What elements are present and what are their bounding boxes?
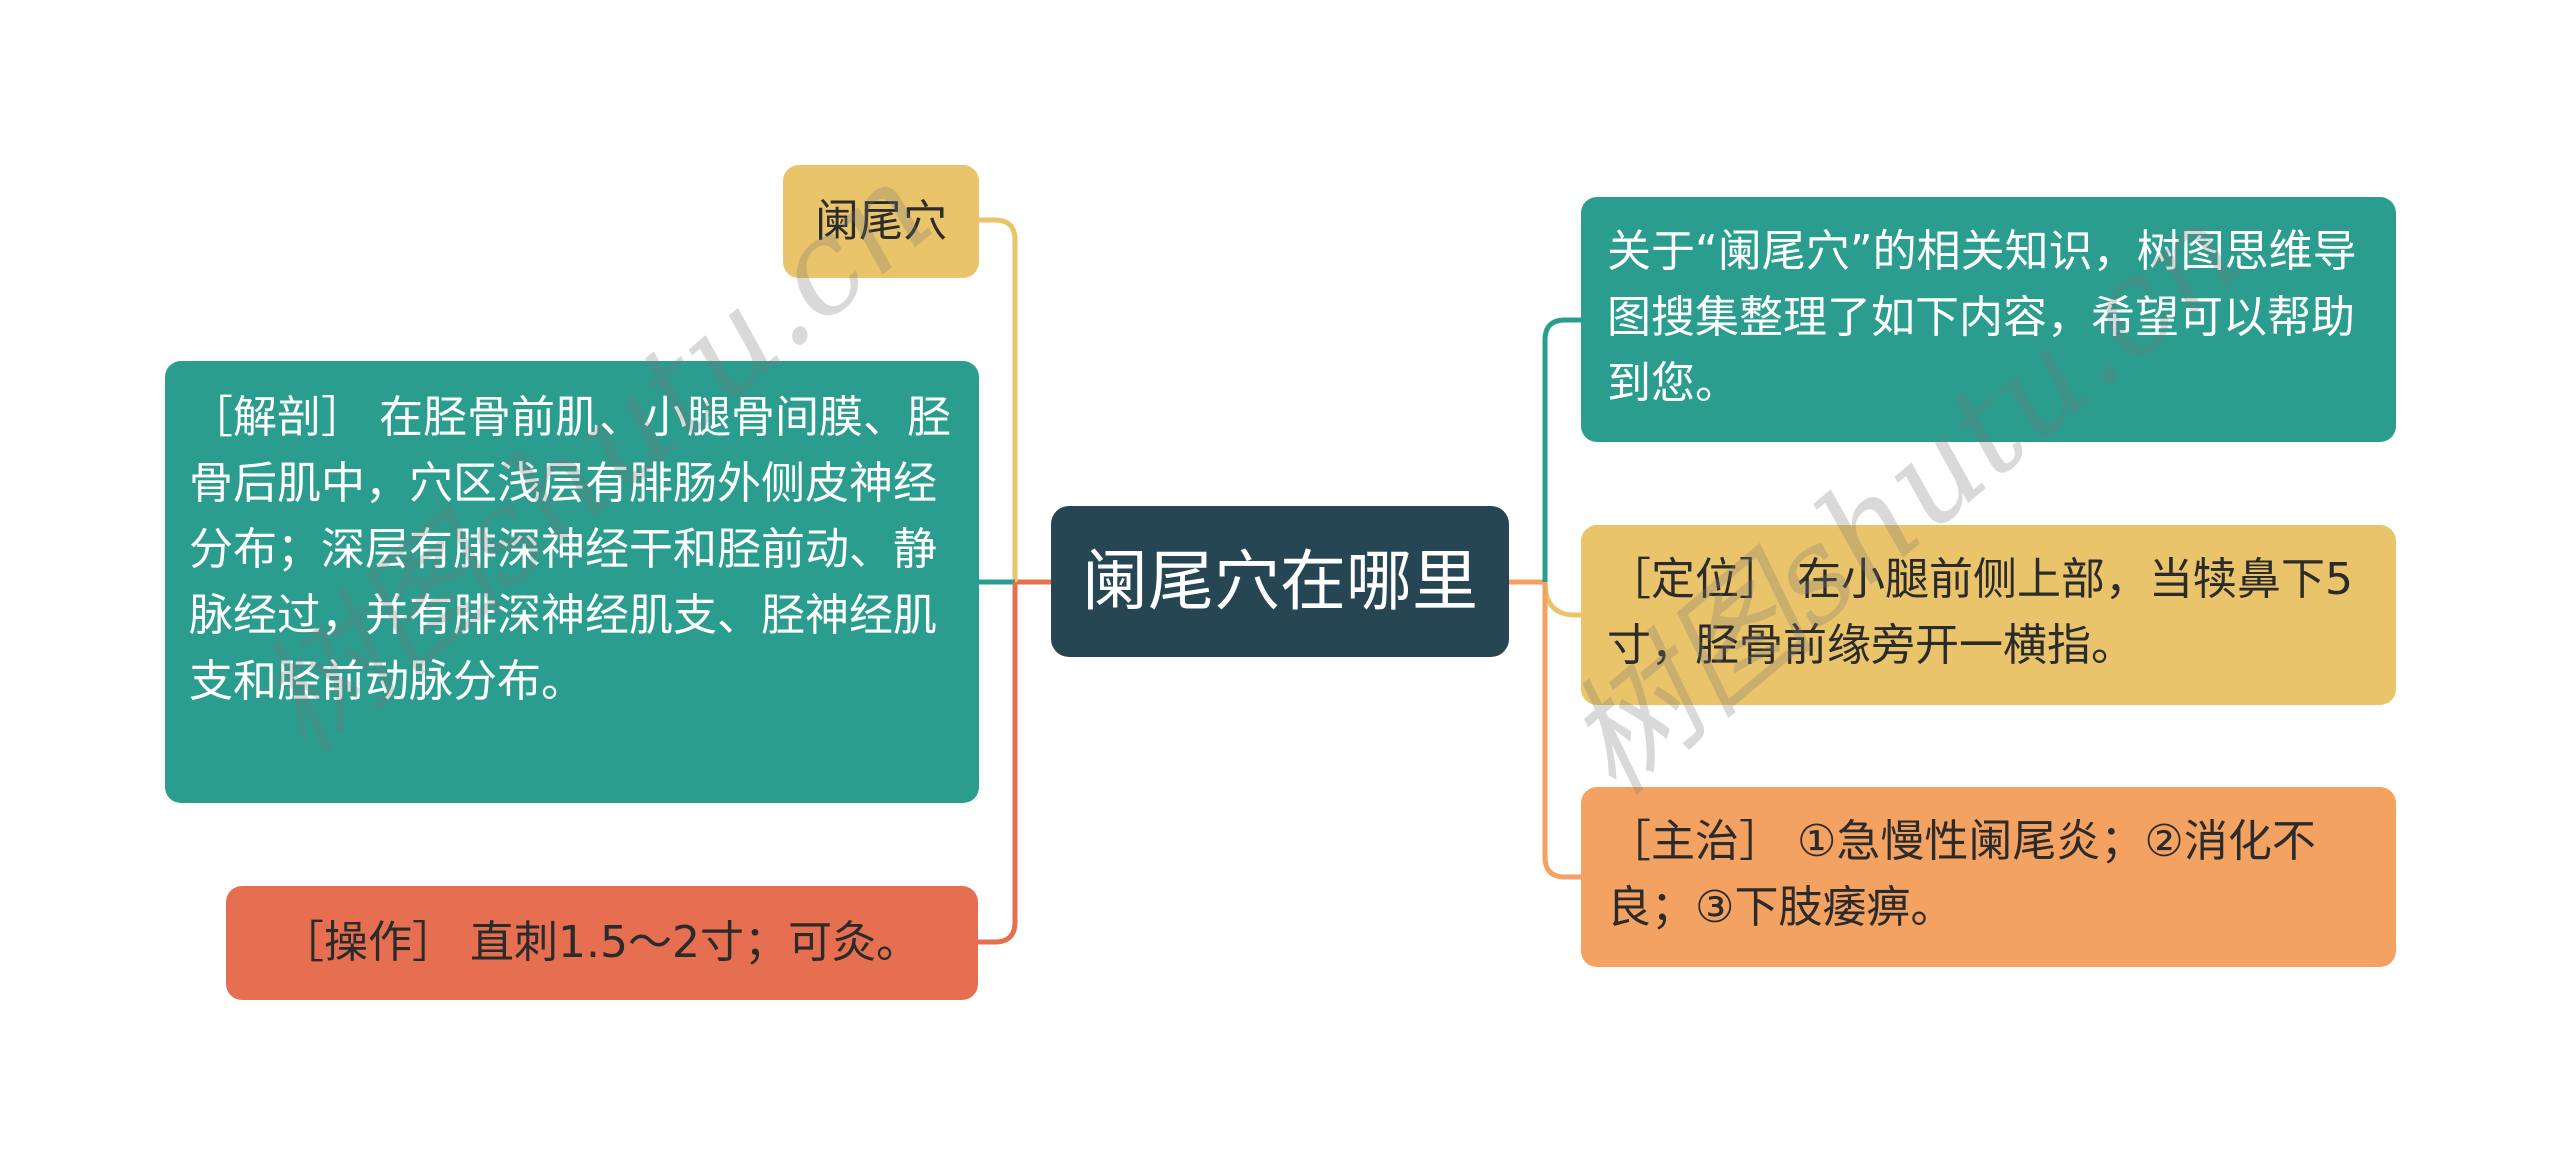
location-node-label: ［定位］ 在小腿前侧上部，当犊鼻下5寸，胫骨前缘旁开一横指。 — [1607, 554, 2353, 671]
root-node[interactable]: 阑尾穴在哪里 — [1051, 506, 1509, 657]
location-node[interactable]: ［定位］ 在小腿前侧上部，当犊鼻下5寸，胫骨前缘旁开一横指。 — [1581, 525, 2396, 705]
anatomy-node-label: ［解剖］ 在胫骨前肌、小腿骨间膜、胫骨后肌中，穴区浅层有腓肠外侧皮神经分布；深层… — [189, 392, 951, 707]
intro-node[interactable]: 关于“阑尾穴”的相关知识，树图思维导图搜集整理了如下内容，希望可以帮助到您。 — [1581, 197, 2396, 442]
topic-node-label: 阑尾穴 — [815, 195, 947, 247]
indications-node[interactable]: ［主治］ ①急慢性阑尾炎；②消化不良；③下肢痿痹。 — [1581, 787, 2396, 967]
indications-node-label: ［主治］ ①急慢性阑尾炎；②消化不良；③下肢痿痹。 — [1607, 816, 2316, 933]
operation-node[interactable]: ［操作］ 直刺1.5～2寸；可灸。 — [226, 886, 978, 1000]
root-node-label: 阑尾穴在哪里 — [1082, 542, 1478, 620]
topic-node[interactable]: 阑尾穴 — [783, 165, 979, 278]
intro-node-label: 关于“阑尾穴”的相关知识，树图思维导图搜集整理了如下内容，希望可以帮助到您。 — [1607, 226, 2357, 409]
operation-node-label: ［操作］ 直刺1.5～2寸；可灸。 — [280, 917, 920, 968]
anatomy-node[interactable]: ［解剖］ 在胫骨前肌、小腿骨间膜、胫骨后肌中，穴区浅层有腓肠外侧皮神经分布；深层… — [165, 361, 979, 803]
